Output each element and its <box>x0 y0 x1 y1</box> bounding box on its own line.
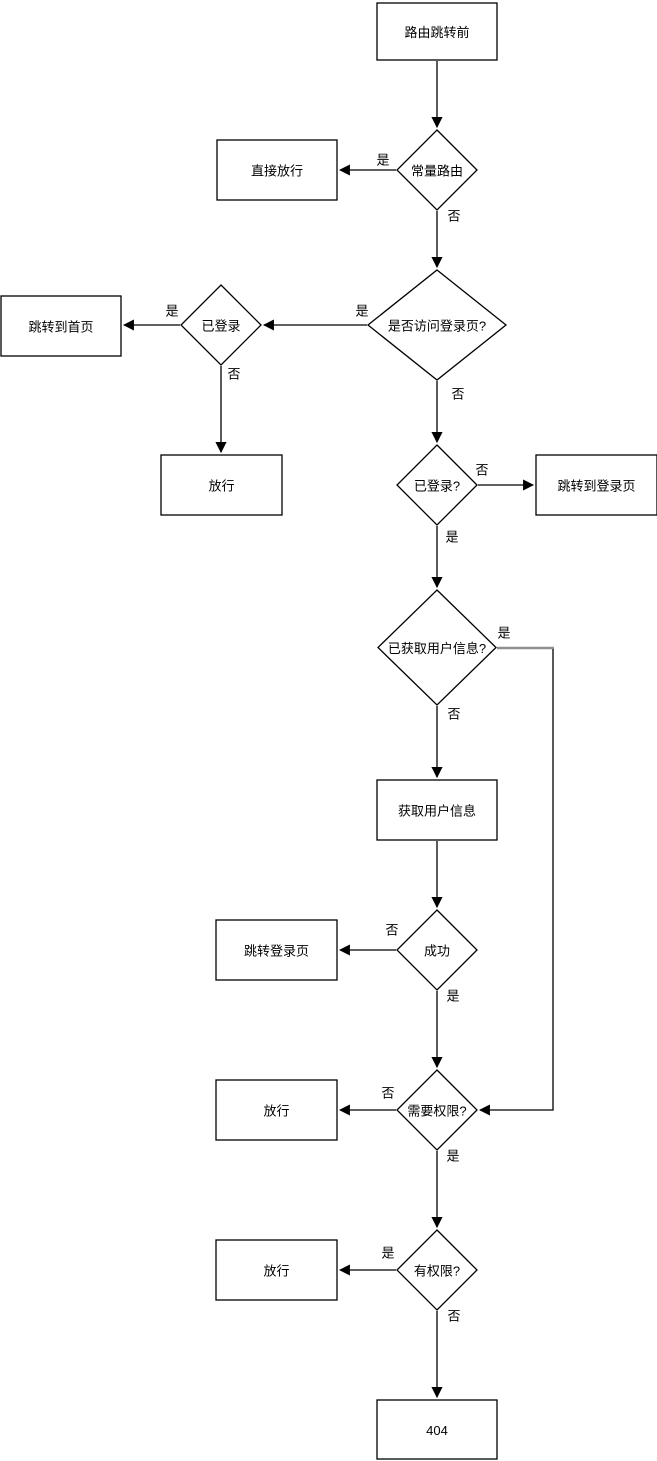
user-info-obtained-label: 已获取用户信息? <box>388 641 486 656</box>
fetch-user-info-shape[interactable] <box>376 779 498 841</box>
pass-1-shape[interactable] <box>160 454 283 516</box>
edge-label-loggedinq-yes-down: 是 <box>445 530 458 545</box>
node-constant-route[interactable]: 常量路由 <box>396 129 478 211</box>
not-found-404-shape[interactable] <box>376 1399 498 1460</box>
jump-login-page-label: 跳转登录页 <box>244 944 309 959</box>
edge-label-loggedin-no-pass: 否 <box>227 367 240 382</box>
node-success[interactable]: 成功 <box>396 909 478 991</box>
jump-to-home-label: 跳转到首页 <box>28 320 93 335</box>
jump-to-login-page-shape[interactable] <box>535 454 657 516</box>
jump-to-home-shape[interactable] <box>0 295 122 357</box>
direct-pass-label: 直接放行 <box>251 164 303 179</box>
user-info-obtained-shape[interactable] <box>377 589 497 706</box>
logged-in-label: 已登录 <box>201 319 240 334</box>
node-direct-pass[interactable]: 直接放行 <box>216 139 338 201</box>
node-jump-to-home[interactable]: 跳转到首页 <box>0 295 122 357</box>
node-pass-2[interactable]: 放行 <box>215 1079 338 1141</box>
pass-2-shape[interactable] <box>215 1079 338 1141</box>
edge-label-needperm-no-pass: 否 <box>381 1086 394 1101</box>
edge-label-hasperm-no-404: 否 <box>447 1309 460 1324</box>
pass-2-label: 放行 <box>263 1104 289 1119</box>
edge-label-loggedin-yes-home: 是 <box>165 304 178 319</box>
direct-pass-shape[interactable] <box>216 139 338 201</box>
need-permission-shape[interactable] <box>396 1069 478 1151</box>
edge-label-hasperm-yes-pass: 是 <box>381 1246 394 1261</box>
node-user-info-obtained[interactable]: 已获取用户信息? <box>377 589 497 706</box>
pass-1-label: 放行 <box>208 479 234 494</box>
edge-label-visitlogin-yes-loggedin: 是 <box>355 304 368 319</box>
jump-to-login-page-label: 跳转到登录页 <box>557 479 635 494</box>
route-before-jump-shape[interactable] <box>376 2 498 61</box>
edge-label-loggedinq-no-jumplogin: 否 <box>475 463 488 478</box>
node-need-permission[interactable]: 需要权限? <box>396 1069 478 1151</box>
edge-label-visitlogin-no-down: 否 <box>451 387 464 402</box>
node-not-found-404[interactable]: 404 <box>376 1399 498 1460</box>
has-permission-shape[interactable] <box>396 1229 478 1311</box>
edge-label-success-no-jumplogin: 否 <box>385 923 398 938</box>
node-route-before-jump[interactable]: 路由跳转前 <box>376 2 498 61</box>
has-permission-label: 有权限? <box>414 1264 460 1279</box>
node-jump-to-login-page[interactable]: 跳转到登录页 <box>535 454 657 516</box>
edge-label-success-yes-needperm: 是 <box>446 989 459 1004</box>
success-shape[interactable] <box>396 909 478 991</box>
node-fetch-user-info[interactable]: 获取用户信息 <box>376 779 498 841</box>
node-has-permission[interactable]: 有权限? <box>396 1229 478 1311</box>
jump-login-page-shape[interactable] <box>215 919 338 981</box>
not-found-404-label: 404 <box>426 1423 448 1438</box>
pass-3-shape[interactable] <box>215 1239 338 1301</box>
route-before-jump-label: 路由跳转前 <box>404 25 469 40</box>
node-pass-1[interactable]: 放行 <box>160 454 283 516</box>
need-permission-label: 需要权限? <box>407 1104 466 1119</box>
logged-in-q-shape[interactable] <box>396 444 478 526</box>
edge-userinfo-yes-to-needperm <box>478 649 554 1116</box>
edge-label-needperm-yes-hasperm: 是 <box>446 1149 459 1164</box>
node-logged-in-q[interactable]: 已登录? <box>396 444 478 526</box>
logged-in-shape[interactable] <box>180 284 262 366</box>
visiting-login-page-label: 是否访问登录页? <box>388 319 486 334</box>
node-logged-in[interactable]: 已登录 <box>180 284 262 366</box>
edge-label-constant-yes-direct-pass: 是 <box>376 153 389 168</box>
node-jump-login-page[interactable]: 跳转登录页 <box>215 919 338 981</box>
logged-in-q-label: 已登录? <box>414 479 460 494</box>
fetch-user-info-label: 获取用户信息 <box>398 804 476 819</box>
edge-label-constant-no-down: 否 <box>447 209 460 224</box>
constant-route-label: 常量路由 <box>411 164 463 179</box>
pass-3-label: 放行 <box>263 1264 289 1279</box>
visiting-login-page-shape[interactable] <box>366 269 508 381</box>
success-label: 成功 <box>424 944 450 959</box>
node-visiting-login-page[interactable]: 是否访问登录页? <box>366 269 508 381</box>
constant-route-shape[interactable] <box>396 129 478 211</box>
node-pass-3[interactable]: 放行 <box>215 1239 338 1301</box>
edge-label-userinfo-yes-horizontal: 是 <box>497 626 510 641</box>
edge-label-userinfo-no-fetch: 否 <box>447 707 460 722</box>
